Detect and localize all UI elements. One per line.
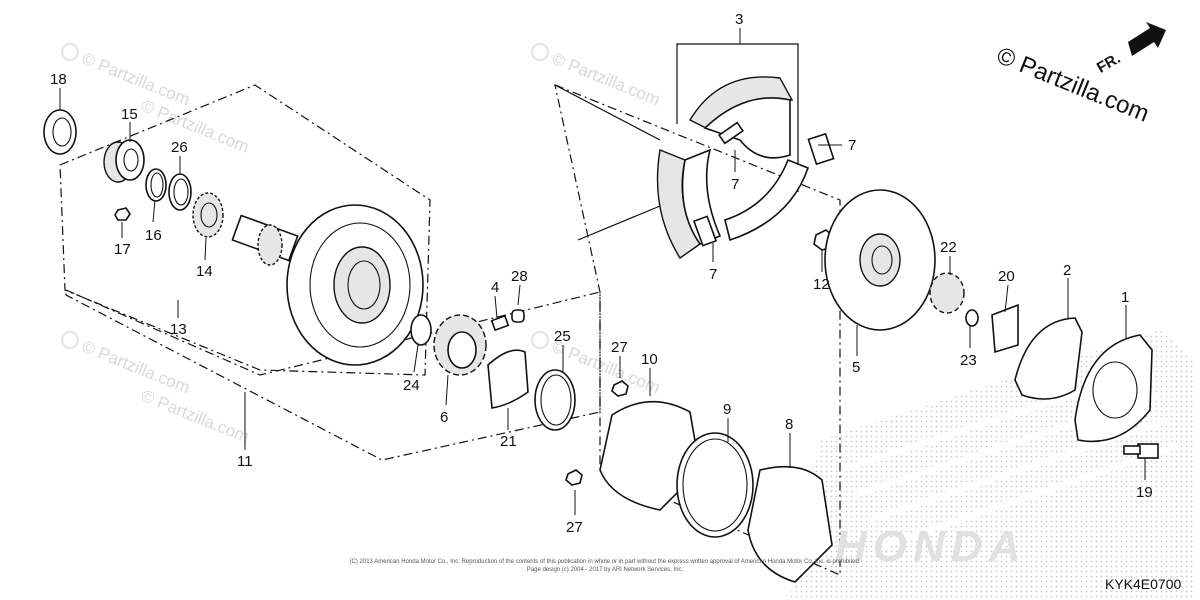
leader-lines [59, 28, 1146, 515]
callout-4: 4 [491, 279, 499, 296]
callout-20: 20 [998, 268, 1015, 285]
callout-27b: 27 [566, 519, 583, 536]
callout-12: 12 [813, 276, 830, 293]
callout-7b: 7 [731, 176, 739, 193]
bracket-3 [676, 43, 799, 192]
front-arrow-icon [1128, 22, 1166, 56]
snap-ring-16-inner [150, 172, 164, 198]
callout-27a: 27 [611, 339, 628, 356]
collar-22 [929, 272, 965, 314]
circlip-25 [534, 369, 576, 431]
nut-27a [611, 380, 629, 397]
group-outline-13 [59, 84, 431, 376]
bracket-line [577, 205, 661, 241]
callout-1: 1 [1121, 289, 1129, 306]
watermark-text: © Partzilla.com [549, 49, 662, 110]
callout-21: 21 [500, 433, 517, 450]
o-ring-9-inner [682, 438, 748, 532]
watermark-text: © Partzilla.com [79, 49, 192, 110]
legal-line-1: (C) 2013 American Honda Motor Co., Inc. … [349, 559, 861, 565]
callout-7a: 7 [848, 137, 856, 154]
callout-5: 5 [852, 359, 860, 376]
bolt-19 [1123, 443, 1159, 459]
cover-1 [1074, 334, 1153, 443]
callout-15: 15 [121, 106, 138, 123]
ring-24 [410, 314, 432, 346]
callout-17: 17 [114, 241, 131, 258]
clutch-shoes-3 [656, 76, 810, 259]
callout-13: 13 [170, 321, 187, 338]
gasket-2 [1014, 317, 1083, 400]
nut-17 [114, 207, 131, 221]
roller-28 [511, 309, 525, 323]
inner-hub-6 [433, 314, 487, 376]
cover-1-boss [1092, 361, 1138, 419]
bracket-line [554, 84, 661, 141]
spring-7c [692, 215, 718, 247]
gasket-8 [747, 465, 833, 583]
spring-7b [807, 132, 835, 166]
callout-16: 16 [145, 227, 162, 244]
legal-line-2: Page design (c) 2004 - 2017 by ARI Netwo… [526, 567, 684, 573]
callout-labels: 18 15 26 16 17 14 13 11 4 28 24 6 21 25 … [50, 11, 1153, 536]
callout-24: 24 [403, 377, 420, 394]
callout-28: 28 [511, 268, 528, 285]
plate-20 [991, 303, 1019, 354]
washer-23 [965, 309, 979, 327]
watermark-text: © Partzilla.com [79, 337, 192, 398]
callout-10: 10 [641, 351, 658, 368]
legal-notice: (C) 2013 American Honda Motor Co., Inc. … [335, 558, 875, 574]
diagram-code: KYK4E0700 [1105, 576, 1182, 592]
oil-seal-18 [43, 109, 77, 155]
washer-26-inner [173, 178, 189, 206]
callout-23: 23 [960, 352, 977, 369]
circlip-25-inner [540, 374, 572, 426]
callout-14: 14 [196, 263, 213, 280]
spring-4 [490, 314, 510, 332]
one-way-clutch-15 [103, 139, 145, 183]
watermark-text: © Partzilla.com [139, 386, 252, 447]
callout-11: 11 [237, 453, 253, 470]
drive-plate-5 [824, 189, 936, 331]
brand-watermark: HONDA [835, 522, 1027, 571]
callout-2: 2 [1063, 262, 1071, 279]
callout-8: 8 [785, 416, 793, 433]
o-ring-9 [676, 432, 754, 538]
callout-6: 6 [440, 409, 448, 426]
callout-22: 22 [940, 239, 957, 256]
callout-25: 25 [554, 328, 571, 345]
callout-7c: 7 [709, 266, 717, 283]
callout-18: 18 [50, 71, 67, 88]
callout-3: 3 [735, 11, 743, 28]
gear-14 [192, 192, 224, 238]
plate-21 [487, 349, 529, 409]
spring-7a [718, 121, 744, 145]
nut-27b [565, 469, 583, 486]
group-outline-11 [65, 289, 601, 461]
clutch-outer-drum [231, 204, 424, 366]
callout-26: 26 [171, 139, 188, 156]
callout-19: 19 [1136, 484, 1153, 501]
callout-9: 9 [723, 401, 731, 418]
